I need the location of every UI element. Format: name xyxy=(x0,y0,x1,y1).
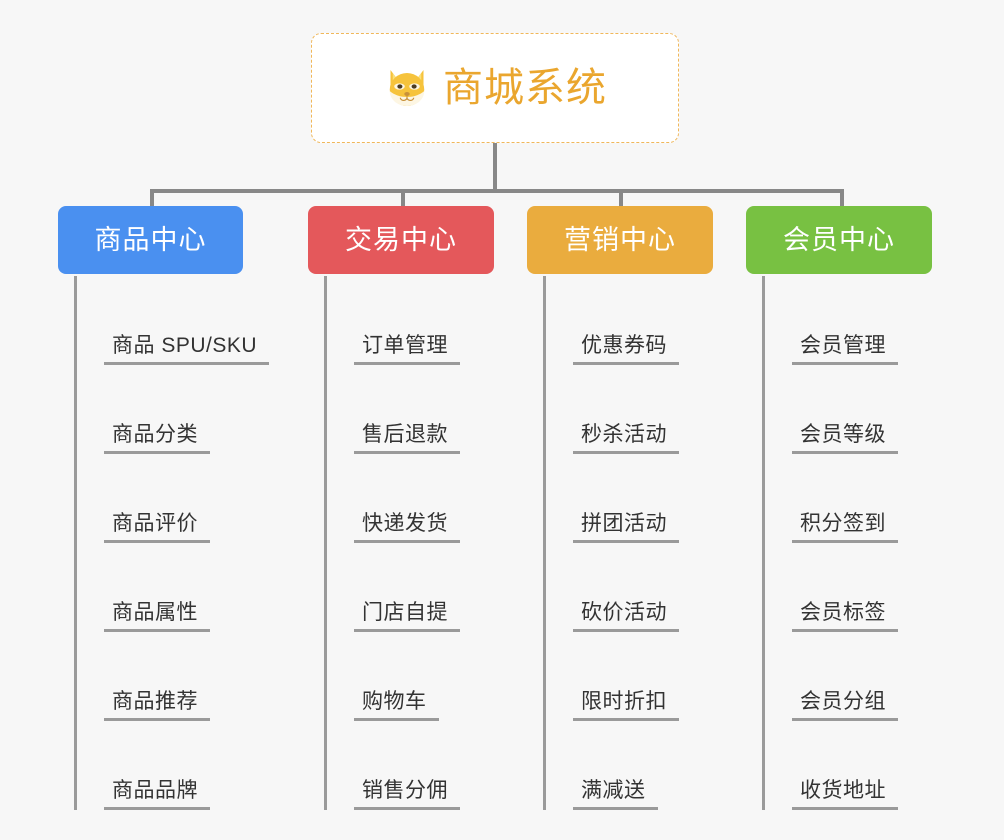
branch-trunk-3 xyxy=(543,276,546,810)
leaf-underline: 销售分佣 xyxy=(354,780,460,810)
leaf-label: 积分签到 xyxy=(800,512,886,535)
leaf-label: 会员标签 xyxy=(800,601,886,624)
connector-leg-3 xyxy=(619,189,623,211)
leaf-label: 快递发货 xyxy=(362,512,448,535)
connector-horizontal-bus xyxy=(150,189,844,193)
leaf-item[interactable]: 购物车 xyxy=(324,632,439,721)
leaf-label: 商品分类 xyxy=(112,423,198,446)
leaf-item[interactable]: 秒杀活动 xyxy=(543,365,679,454)
leaf-item[interactable]: 快递发货 xyxy=(324,454,460,543)
leaf-label: 优惠券码 xyxy=(581,334,667,357)
leaf-label: 商品 SPU/SKU xyxy=(112,334,258,357)
leaf-underline: 秒杀活动 xyxy=(573,424,679,454)
leaf-label: 满减送 xyxy=(581,779,646,802)
leaf-underline: 积分签到 xyxy=(792,513,898,543)
connector-leg-4 xyxy=(840,189,844,211)
leaf-item[interactable]: 收货地址 xyxy=(762,721,898,810)
branch-trunk-1 xyxy=(74,276,77,810)
leaf-label: 会员管理 xyxy=(800,334,886,357)
leaf-underline: 订单管理 xyxy=(354,335,460,365)
category-box-2[interactable]: 交易中心 xyxy=(308,206,494,274)
connector-root-stem xyxy=(493,143,497,192)
leaf-underline: 售后退款 xyxy=(354,424,460,454)
leaf-underline: 快递发货 xyxy=(354,513,460,543)
category-box-1[interactable]: 商品中心 xyxy=(58,206,243,274)
leaf-underline: 拼团活动 xyxy=(573,513,679,543)
leaf-underline: 商品分类 xyxy=(104,424,210,454)
branch-trunk-2 xyxy=(324,276,327,810)
leaf-label: 购物车 xyxy=(362,690,427,713)
leaf-underline: 满减送 xyxy=(573,780,658,810)
leaf-underline: 会员分组 xyxy=(792,691,898,721)
leaf-label: 砍价活动 xyxy=(581,601,667,624)
leaf-underline: 商品评价 xyxy=(104,513,210,543)
leaf-underline: 收货地址 xyxy=(792,780,898,810)
category-box-3[interactable]: 营销中心 xyxy=(527,206,713,274)
connector-leg-1 xyxy=(150,189,154,211)
leaf-label: 销售分佣 xyxy=(362,779,448,802)
leaf-label: 会员等级 xyxy=(800,423,886,446)
category-label-2: 交易中心 xyxy=(345,224,457,255)
leaf-underline: 砍价活动 xyxy=(573,602,679,632)
category-label-4: 会员中心 xyxy=(783,224,895,255)
branch-trunk-4 xyxy=(762,276,765,810)
leaf-label: 售后退款 xyxy=(362,423,448,446)
leaf-underline: 门店自提 xyxy=(354,602,460,632)
leaf-label: 订单管理 xyxy=(362,334,448,357)
leaf-underline: 商品 SPU/SKU xyxy=(104,334,270,365)
leaf-item[interactable]: 优惠券码 xyxy=(543,276,679,365)
leaf-item[interactable]: 会员标签 xyxy=(762,543,898,632)
leaf-item[interactable]: 售后退款 xyxy=(324,365,460,454)
leaf-item[interactable]: 商品分类 xyxy=(74,365,210,454)
root-title: 商城系统 xyxy=(443,66,607,110)
leaf-underline: 会员等级 xyxy=(792,424,898,454)
leaf-item[interactable]: 门店自提 xyxy=(324,543,460,632)
leaf-underline: 商品品牌 xyxy=(104,780,210,810)
leaf-underline: 会员标签 xyxy=(792,602,898,632)
leaf-item[interactable]: 会员等级 xyxy=(762,365,898,454)
leaf-label: 限时折扣 xyxy=(581,690,667,713)
leaf-underline: 限时折扣 xyxy=(573,691,679,721)
leaf-underline: 商品属性 xyxy=(104,602,210,632)
leaf-label: 商品品牌 xyxy=(112,779,198,802)
leaf-label: 门店自提 xyxy=(362,601,448,624)
leaf-item[interactable]: 会员管理 xyxy=(762,276,898,365)
shiba-dog-icon xyxy=(383,64,431,112)
leaf-label: 秒杀活动 xyxy=(581,423,667,446)
leaf-item[interactable]: 销售分佣 xyxy=(324,721,460,810)
leaf-item[interactable]: 积分签到 xyxy=(762,454,898,543)
category-label-3: 营销中心 xyxy=(564,224,676,255)
leaf-label: 商品推荐 xyxy=(112,690,198,713)
leaf-label: 拼团活动 xyxy=(581,512,667,535)
category-label-1: 商品中心 xyxy=(94,224,207,255)
leaf-item[interactable]: 会员分组 xyxy=(762,632,898,721)
leaf-label: 会员分组 xyxy=(800,690,886,713)
leaf-label: 收货地址 xyxy=(800,779,886,802)
leaf-underline: 购物车 xyxy=(354,691,439,721)
connector-leg-2 xyxy=(401,189,405,211)
leaf-item[interactable]: 砍价活动 xyxy=(543,543,679,632)
leaf-underline: 商品推荐 xyxy=(104,691,210,721)
leaf-label: 商品属性 xyxy=(112,601,198,624)
leaf-item[interactable]: 满减送 xyxy=(543,721,658,810)
category-box-4[interactable]: 会员中心 xyxy=(746,206,932,274)
leaf-label: 商品评价 xyxy=(112,512,198,535)
leaf-item[interactable]: 商品 SPU/SKU xyxy=(74,276,270,365)
leaf-item[interactable]: 商品评价 xyxy=(74,454,210,543)
leaf-underline: 会员管理 xyxy=(792,335,898,365)
leaf-underline: 优惠券码 xyxy=(573,335,679,365)
root-node[interactable]: 商城系统 xyxy=(311,33,679,143)
leaf-item[interactable]: 商品属性 xyxy=(74,543,210,632)
leaf-item[interactable]: 拼团活动 xyxy=(543,454,679,543)
leaf-item[interactable]: 限时折扣 xyxy=(543,632,679,721)
leaf-item[interactable]: 订单管理 xyxy=(324,276,460,365)
leaf-item[interactable]: 商品品牌 xyxy=(74,721,210,810)
leaf-item[interactable]: 商品推荐 xyxy=(74,632,210,721)
